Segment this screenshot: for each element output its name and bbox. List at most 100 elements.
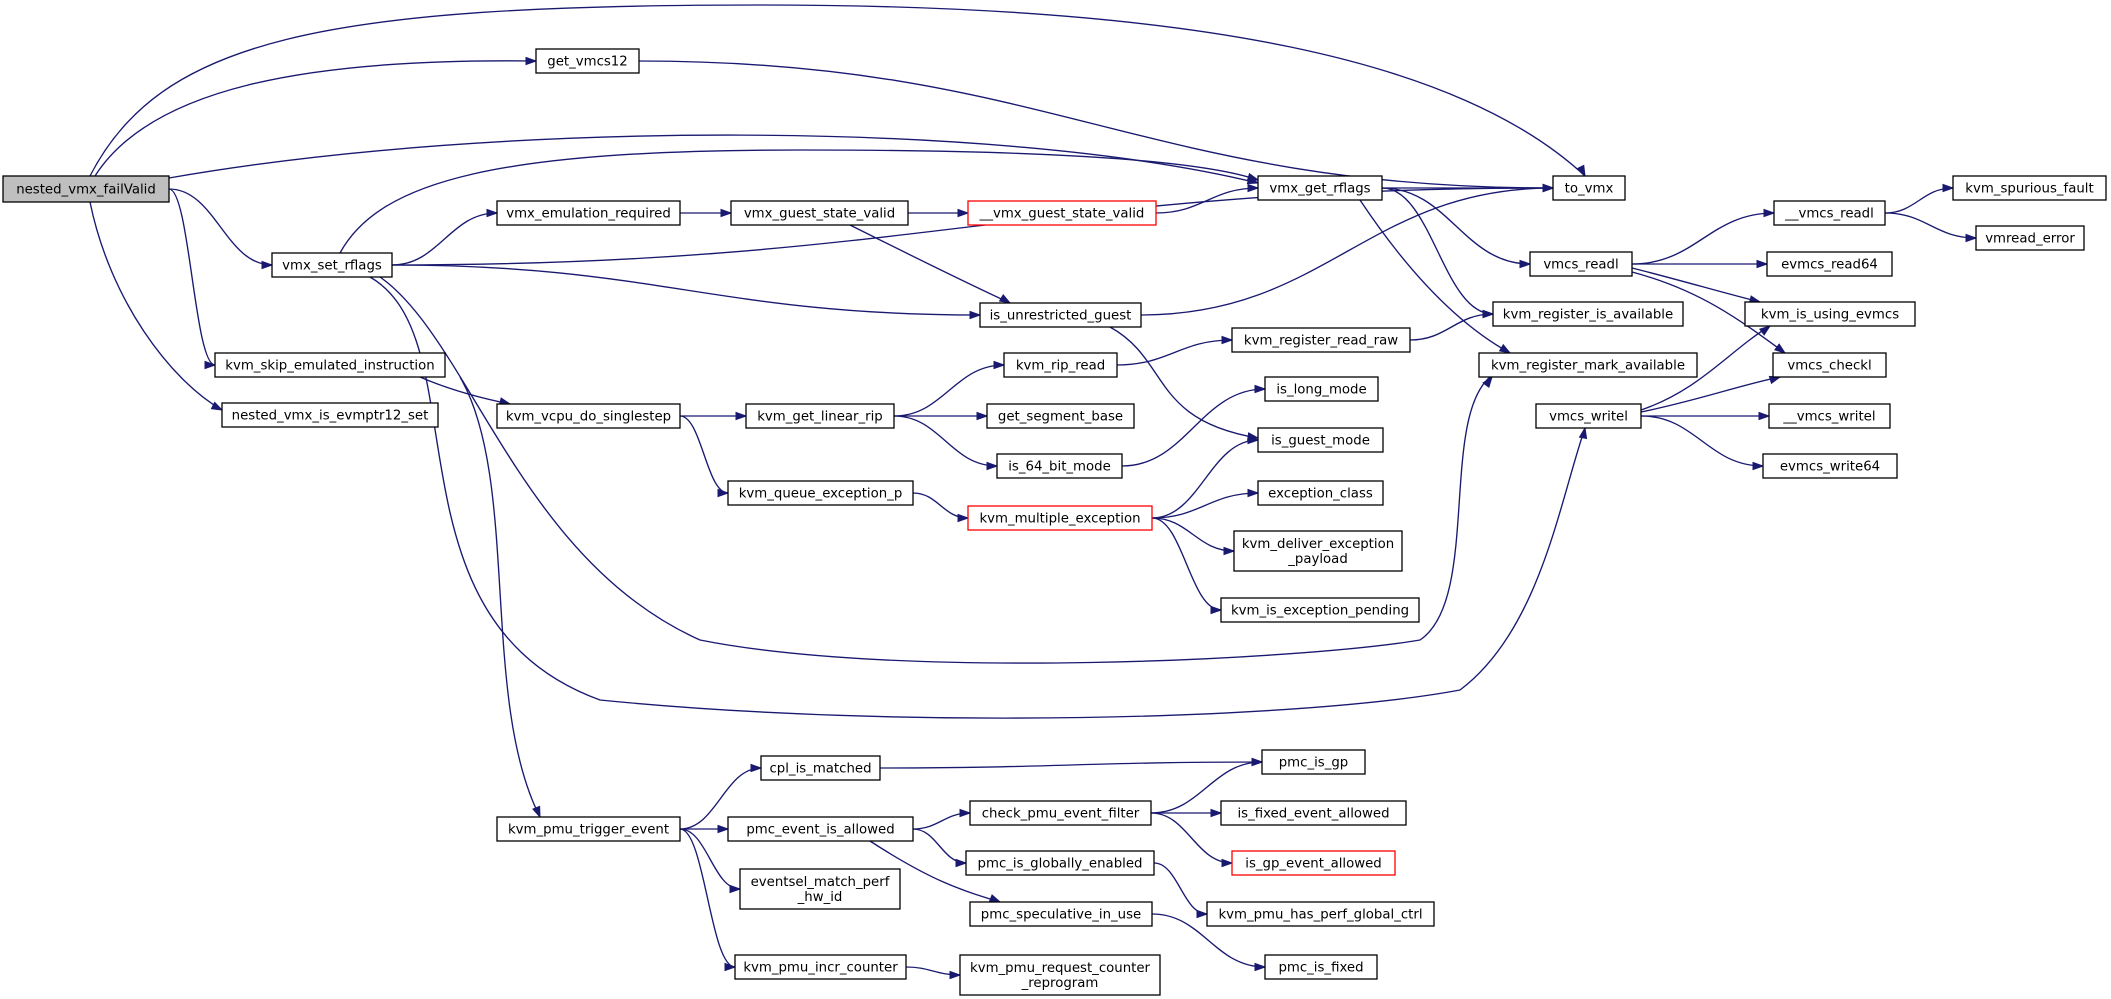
edge-line bbox=[1631, 267, 1761, 303]
node-kvm-spurious-fault[interactable]: kvm_spurious_fault bbox=[1952, 175, 2107, 201]
edge-line bbox=[1640, 376, 1781, 413]
node-to-vmx[interactable]: to_vmx bbox=[1552, 175, 1626, 201]
edge-arrowhead bbox=[1542, 183, 1555, 193]
edge-vmx-set-rflags-to-vmcs-writel bbox=[369, 276, 1588, 719]
node-vmx-set-rflags[interactable]: vmx_set_rflags bbox=[271, 252, 393, 278]
edge-arrowhead bbox=[957, 513, 970, 523]
node-kvm-register-read-raw[interactable]: kvm_register_read_raw bbox=[1231, 327, 1411, 353]
node-box bbox=[1257, 175, 1383, 201]
node-box bbox=[969, 800, 1152, 826]
node-kvm-queue-exception-p[interactable]: kvm_queue_exception_p bbox=[727, 480, 914, 506]
node-is-64-bit-mode[interactable]: is_64_bit_mode bbox=[996, 453, 1123, 479]
edge-check-pmu-event-filter-to-pmc-is-gp bbox=[1150, 757, 1264, 814]
edge-kvm-pmu-trigger-event-to-pmc-event-is-allowed bbox=[680, 824, 730, 834]
node-kvm-register-is-available[interactable]: kvm_register_is_available bbox=[1492, 301, 1684, 327]
node-vmcs-checkl[interactable]: vmcs_checkl bbox=[1772, 352, 1887, 378]
node-kvm-is-exception-pending[interactable]: kvm_is_exception_pending bbox=[1220, 597, 1420, 623]
edge-line bbox=[1409, 313, 1494, 341]
edge-vmcs-readl-to-evmcs-read64 bbox=[1632, 259, 1769, 269]
node-vmcs-readl[interactable]: vmcs_readl bbox=[1529, 251, 1633, 277]
edge-arrowhead bbox=[998, 293, 1012, 304]
edge-vmx-guest-state-valid-to-vmx-guest-state-valid bbox=[908, 208, 970, 218]
edge-cpl-is-matched-to-pmc-is-gp bbox=[879, 757, 1264, 769]
node-exception-class[interactable]: exception_class bbox=[1257, 480, 1384, 506]
edge-kvm-queue-exception-p-to-kvm-multiple-exception bbox=[912, 492, 970, 523]
node-label: is_fixed_event_allowed bbox=[1237, 807, 1389, 822]
node-vmcs-writel[interactable]: vmcs_writel bbox=[1535, 403, 1642, 429]
node-kvm-pmu-trigger-event[interactable]: kvm_pmu_trigger_event bbox=[496, 816, 681, 842]
edge-line bbox=[419, 376, 511, 405]
node-box bbox=[967, 200, 1157, 226]
edge-line bbox=[879, 761, 1263, 769]
node-is-long-mode[interactable]: is_long_mode bbox=[1264, 376, 1379, 402]
node-nested-vmx-failvalid[interactable]: nested_vmx_failValid bbox=[2, 175, 170, 203]
edge-nested-vmx-failvalid-to-to-vmx bbox=[89, 4, 1586, 178]
edge-vmcs-readl-to-vmcs-readl bbox=[1631, 208, 1776, 265]
node-label: exception_class bbox=[1268, 487, 1373, 502]
node-vmx-guest-state-valid[interactable]: __vmx_guest_state_valid bbox=[967, 200, 1157, 226]
node-vmx-get-rflags[interactable]: vmx_get_rflags bbox=[1257, 175, 1383, 201]
node-is-unrestricted-guest[interactable]: is_unrestricted_guest bbox=[979, 302, 1142, 328]
node-kvm-deliver-exception-payload[interactable]: kvm_deliver_exception_payload bbox=[1233, 530, 1403, 572]
node-kvm-skip-emulated-instruction[interactable]: kvm_skip_emulated_instruction bbox=[214, 352, 446, 378]
node-vmcs-writel[interactable]: __vmcs_writel bbox=[1768, 403, 1891, 429]
node-kvm-is-using-evmcs[interactable]: kvm_is_using_evmcs bbox=[1744, 301, 1916, 327]
node-kvm-multiple-exception[interactable]: kvm_multiple_exception bbox=[967, 505, 1153, 531]
edge-arrowhead bbox=[1254, 962, 1267, 972]
node-label: kvm_register_mark_available bbox=[1491, 359, 1685, 374]
node-label: nested_vmx_failValid bbox=[16, 183, 156, 198]
edge-vmx-guest-state-valid-to-vmx-get-rflags bbox=[1155, 183, 1260, 214]
node-kvm-get-linear-rip[interactable]: kvm_get_linear_rip bbox=[745, 403, 895, 429]
edge-line bbox=[912, 492, 969, 519]
node-box bbox=[734, 954, 907, 980]
node-box bbox=[986, 403, 1135, 429]
node-box bbox=[967, 505, 1153, 531]
node-pmc-event-is-allowed[interactable]: pmc_event_is_allowed bbox=[727, 816, 914, 842]
edge-arrowhead bbox=[750, 763, 763, 773]
node-kvm-register-mark-available[interactable]: kvm_register_mark_available bbox=[1478, 352, 1698, 378]
edge-arrowhead bbox=[486, 208, 499, 218]
node-box bbox=[996, 453, 1123, 479]
node-label: vmcs_checkl bbox=[1787, 359, 1871, 374]
node-cpl-is-matched[interactable]: cpl_is_matched bbox=[760, 755, 881, 781]
edge-vmx-set-rflags-to-vmx-get-rflags bbox=[339, 149, 1260, 254]
edge-arrowhead bbox=[261, 260, 274, 270]
node-kvm-rip-read[interactable]: kvm_rip_read bbox=[1003, 352, 1118, 378]
edge-line bbox=[1109, 326, 1259, 439]
node-check-pmu-event-filter[interactable]: check_pmu_event_filter bbox=[969, 800, 1152, 826]
node-label: kvm_register_is_available bbox=[1503, 308, 1673, 323]
node-box bbox=[1220, 800, 1407, 826]
node-kvm-pmu-request-counter-reprogram[interactable]: kvm_pmu_request_counter_reprogram bbox=[959, 954, 1161, 996]
node-vmx-guest-state-valid[interactable]: vmx_guest_state_valid bbox=[730, 200, 909, 226]
node-box bbox=[1529, 251, 1633, 277]
edge-kvm-pmu-trigger-event-to-kvm-pmu-incr-counter bbox=[679, 828, 737, 972]
node-evmcs-read64[interactable]: evmcs_read64 bbox=[1766, 251, 1893, 277]
node-get-vmcs12[interactable]: get_vmcs12 bbox=[535, 48, 640, 74]
node-is-fixed-event-allowed[interactable]: is_fixed_event_allowed bbox=[1220, 800, 1407, 826]
node-eventsel-match-perf-hw-id[interactable]: eventsel_match_perf_hw_id bbox=[739, 868, 901, 910]
edge-arrowhead bbox=[993, 360, 1006, 370]
node-evmcs-write64[interactable]: evmcs_write64 bbox=[1762, 453, 1898, 479]
edge-vmcs-readl-to-vmcs-checkl bbox=[1631, 271, 1787, 354]
node-pmc-is-fixed[interactable]: pmc_is_fixed bbox=[1264, 954, 1378, 980]
node-box bbox=[969, 901, 1153, 927]
edge-kvm-register-read-raw-to-kvm-register-is-available bbox=[1409, 309, 1495, 341]
node-get-segment-base[interactable]: get_segment_base bbox=[986, 403, 1135, 429]
node-nested-vmx-is-evmptr12-set[interactable]: nested_vmx_is_evmptr12_set bbox=[221, 402, 439, 428]
node-box bbox=[496, 200, 681, 226]
node-label: cpl_is_matched bbox=[769, 762, 871, 777]
node-is-gp-event-allowed[interactable]: is_gp_event_allowed bbox=[1231, 850, 1396, 876]
node-pmc-speculative-in-use[interactable]: pmc_speculative_in_use bbox=[969, 901, 1153, 927]
edge-arrowhead bbox=[532, 805, 541, 819]
node-kvm-vcpu-do-singlestep[interactable]: kvm_vcpu_do_singlestep bbox=[496, 403, 681, 429]
node-kvm-pmu-incr-counter[interactable]: kvm_pmu_incr_counter bbox=[734, 954, 907, 980]
node-vmcs-readl[interactable]: __vmcs_readl bbox=[1773, 200, 1886, 226]
node-is-guest-mode[interactable]: is_guest_mode bbox=[1257, 427, 1384, 453]
node-pmc-is-globally-enabled[interactable]: pmc_is_globally_enabled bbox=[965, 850, 1155, 876]
edge-kvm-multiple-exception-to-kvm-is-exception-pending bbox=[1151, 517, 1223, 615]
node-kvm-pmu-has-perf-global-ctrl[interactable]: kvm_pmu_has_perf_global_ctrl bbox=[1206, 901, 1435, 927]
node-pmc-is-gp[interactable]: pmc_is_gp bbox=[1261, 749, 1366, 775]
node-vmx-emulation-required[interactable]: vmx_emulation_required bbox=[496, 200, 681, 226]
edge-line bbox=[89, 201, 223, 411]
node-vmread-error[interactable]: vmread_error bbox=[1975, 225, 2085, 251]
